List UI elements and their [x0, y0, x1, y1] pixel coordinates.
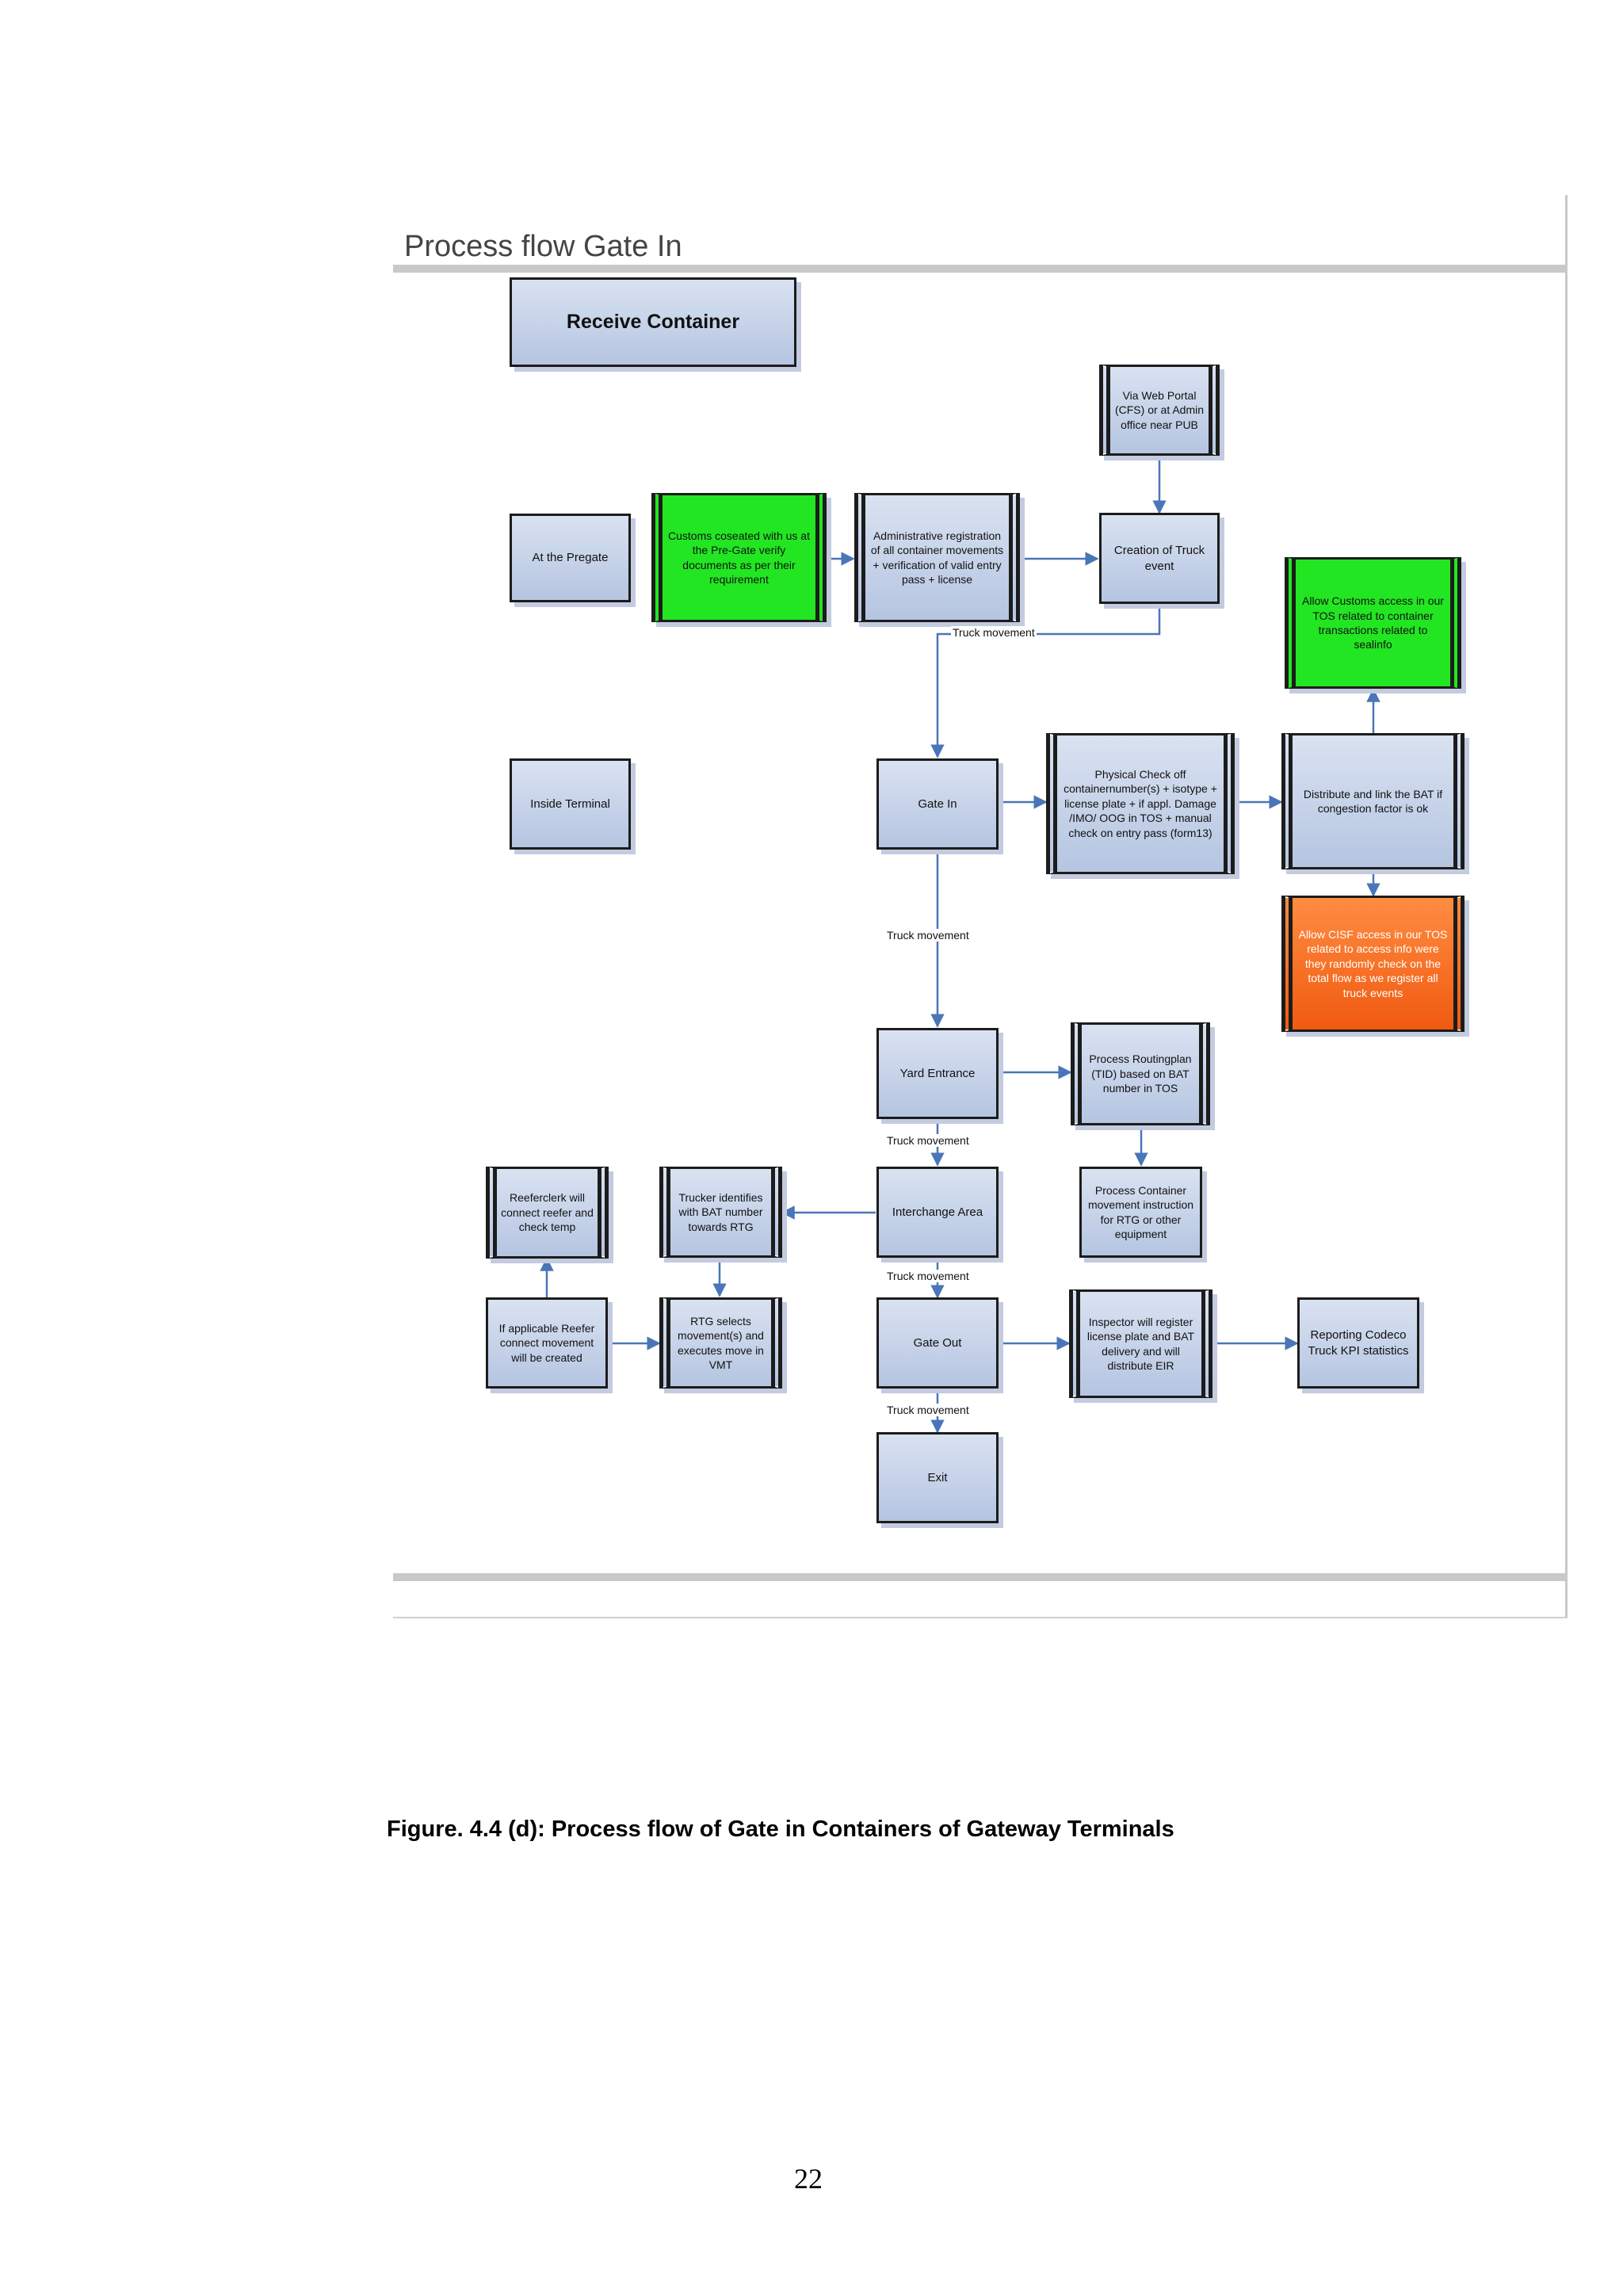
node-distribute-bat: Distribute and link the BAT if congestio…	[1281, 733, 1465, 869]
node-gate-out: Gate Out	[876, 1297, 999, 1389]
node-reporting-codeco: Reporting Codeco Truck KPI statistics	[1297, 1297, 1419, 1389]
edge-label-truck-movement-4: Truck movement	[885, 1270, 971, 1282]
title-divider	[393, 265, 1568, 273]
node-trucker-identifies: Trucker identifies with BAT number towar…	[659, 1167, 782, 1258]
node-allow-cisf-access: Allow CISF access in our TOS related to …	[1281, 896, 1465, 1032]
page-number: 22	[794, 2163, 823, 2195]
node-process-container-movement: Process Container movement instruction f…	[1079, 1167, 1202, 1258]
edge-label-truck-movement-1: Truck movement	[951, 626, 1037, 639]
node-allow-customs-access: Allow Customs access in our TOS related …	[1285, 557, 1461, 689]
node-inside-terminal: Inside Terminal	[510, 758, 631, 850]
node-reeferclerk: Reeferclerk will connect reefer and chec…	[486, 1167, 609, 1259]
node-receive-container: Receive Container	[510, 277, 796, 367]
diagram-title: Process flow Gate In	[404, 230, 682, 263]
edge-label-truck-movement-5: Truck movement	[885, 1404, 971, 1416]
node-exit: Exit	[876, 1432, 999, 1523]
node-creation-of-truck-event: Creation of Truck event	[1099, 513, 1220, 604]
node-customs-coseated: Customs coseated with us at the Pre-Gate…	[651, 493, 827, 622]
node-rtg-selects: RTG selects movement(s) and executes mov…	[659, 1297, 782, 1389]
node-via-web-portal: Via Web Portal (CFS) or at Admin office …	[1099, 365, 1220, 456]
figure-caption: Figure. 4.4 (d): Process flow of Gate in…	[387, 1817, 1174, 1842]
edge-label-truck-movement-3: Truck movement	[885, 1134, 971, 1147]
node-interchange-area: Interchange Area	[876, 1167, 999, 1258]
node-process-routingplan: Process Routingplan (TID) based on BAT n…	[1071, 1022, 1210, 1125]
edge-label-truck-movement-2: Truck movement	[885, 929, 971, 942]
node-gate-in: Gate In	[876, 758, 999, 850]
frame-right-border	[1565, 195, 1568, 1618]
node-if-applicable-reefer: If applicable Reefer connect movement wi…	[486, 1297, 608, 1389]
node-physical-check: Physical Check off containernumber(s) + …	[1046, 733, 1235, 874]
node-at-the-pregate: At the Pregate	[510, 514, 631, 602]
node-inspector-register: Inspector will register license plate an…	[1069, 1289, 1212, 1398]
node-administrative-registration: Administrative registration of all conta…	[854, 493, 1020, 622]
arrow-truckevent-to-gatein	[930, 604, 1161, 758]
node-yard-entrance: Yard Entrance	[876, 1028, 999, 1119]
frame-bottom-border	[393, 1617, 1568, 1618]
bottom-divider	[393, 1573, 1568, 1581]
